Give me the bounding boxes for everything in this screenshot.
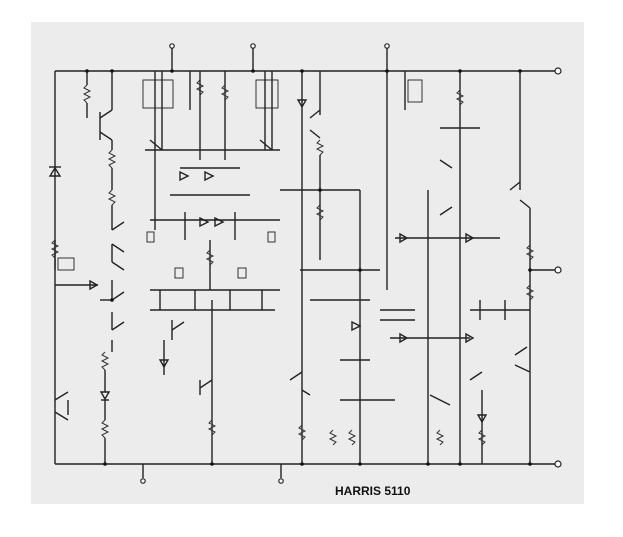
output-stage [390, 71, 562, 464]
junction-dots [85, 69, 532, 466]
schematic-sheet [31, 22, 584, 504]
top-supply-stubs [169, 43, 390, 290]
top-current-mirrors [142, 71, 280, 230]
second-stage [150, 289, 280, 464]
input-diff-pair [146, 167, 280, 290]
figure-caption: HARRIS 5110 [335, 484, 411, 498]
left-bias-chain [82, 71, 125, 464]
left-zener [48, 166, 99, 421]
bottom-supply-stubs [140, 464, 284, 484]
middle-section [280, 71, 415, 464]
supply-rails [54, 67, 562, 468]
